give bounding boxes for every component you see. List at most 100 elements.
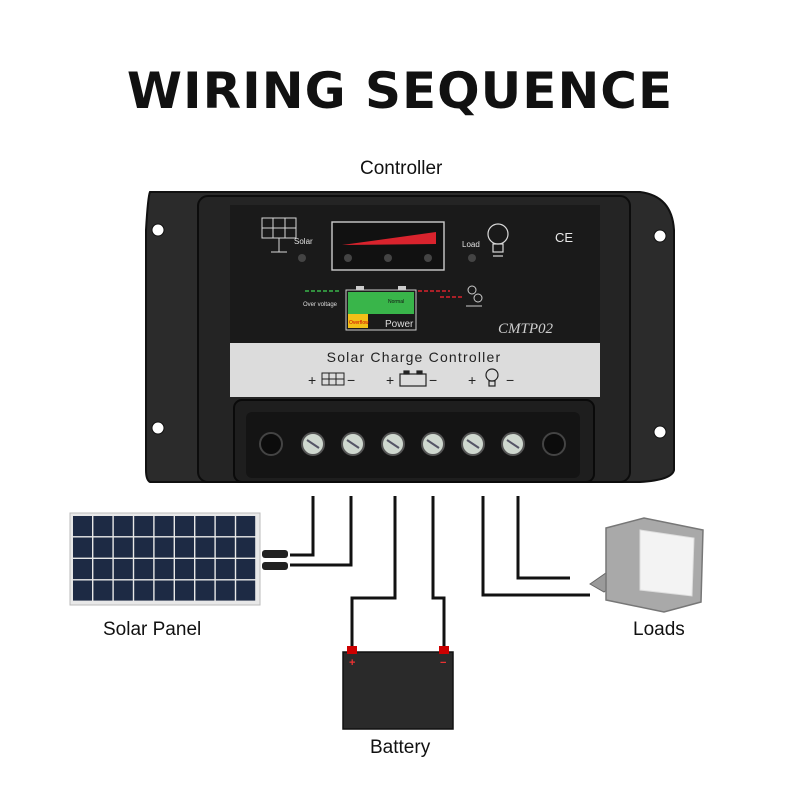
solar-positive-wire <box>290 496 315 557</box>
solar-cell <box>73 537 92 558</box>
solar-indicator-icon <box>261 217 297 253</box>
solar-cell <box>236 537 256 558</box>
terminal-cover-left <box>259 432 283 456</box>
terminal-screw <box>381 432 405 456</box>
power-label: Power <box>385 319 414 330</box>
solar-cell <box>175 580 194 601</box>
flood-light <box>589 517 704 613</box>
small-bulb-icons <box>466 285 483 307</box>
mount-hole-top-right <box>653 229 667 243</box>
mount-hole-bottom-left <box>151 421 165 435</box>
solar-cell <box>195 537 215 558</box>
svg-text:−: − <box>347 372 355 388</box>
battery-state-indicator <box>345 286 417 331</box>
solar-cell <box>215 516 235 537</box>
solar-cell <box>236 516 256 537</box>
battery-negative-terminal <box>439 646 449 654</box>
solar-cell <box>134 537 154 558</box>
terminal-cover-right <box>542 432 566 456</box>
wires <box>290 496 590 646</box>
charge-controller: Solar Load CE Over voltage Normal Overf <box>145 191 675 483</box>
model-number: CMTP02 <box>498 321 554 337</box>
solar-negative-wire <box>290 496 353 567</box>
battery-positive-terminal <box>347 646 357 654</box>
solar-cell <box>195 516 215 537</box>
terminal-screw <box>461 432 485 456</box>
solar-cell <box>113 559 133 580</box>
solar-cell <box>215 559 235 580</box>
terminal-screw <box>501 432 525 456</box>
controller-label: Controller <box>360 158 443 179</box>
battery-body <box>342 651 454 730</box>
solar-cell <box>73 559 92 580</box>
svg-text:+: + <box>386 372 394 388</box>
svg-text:+: + <box>468 372 476 388</box>
controller-name: Solar Charge Controller <box>327 349 502 365</box>
solar-cell <box>236 580 256 601</box>
bulb-indicator-icon <box>487 223 509 257</box>
overflow-label: Overflow <box>349 320 369 326</box>
solar-cell <box>113 537 133 558</box>
solar-cell <box>73 516 92 537</box>
solar-cell <box>113 516 133 537</box>
solar-cell <box>236 559 256 580</box>
terminal-group-solar: + − <box>308 372 355 388</box>
solar-cell <box>134 516 154 537</box>
solar-panel-label: Solar Panel <box>103 619 202 640</box>
ce-mark: CE <box>555 230 573 245</box>
solar-cells <box>73 516 256 601</box>
solar-panel <box>69 512 288 606</box>
solar-cell <box>93 537 113 558</box>
terminal-screws <box>301 432 525 456</box>
battery-icon <box>399 370 427 387</box>
terminal-screw <box>301 432 325 456</box>
svg-text:−: − <box>506 372 514 388</box>
terminal-screw <box>421 432 445 456</box>
solar-cell <box>73 580 92 601</box>
solar-panel-connector <box>262 550 288 570</box>
svg-text:+: + <box>308 372 316 388</box>
solar-cell <box>154 580 174 601</box>
page-title: WIRING SEQUENCE <box>126 62 674 120</box>
load-indicator-label: Load <box>462 240 480 249</box>
solar-panel-icon <box>321 372 345 386</box>
mount-hole-bottom-right <box>653 425 667 439</box>
terminal-group-battery: + − <box>386 370 437 388</box>
battery: + − <box>342 646 454 730</box>
svg-text:−: − <box>429 372 437 388</box>
normal-label: Normal <box>388 299 404 305</box>
terminal-screw <box>341 432 365 456</box>
terminal-group-load: + − <box>468 368 514 388</box>
over-voltage-label: Over voltage <box>303 302 338 308</box>
solar-cell <box>215 580 235 601</box>
level-bar <box>342 232 436 245</box>
loads-label: Loads <box>633 619 685 640</box>
battery-negative-sign: − <box>440 657 446 669</box>
solar-cell <box>175 559 194 580</box>
flood-light-lens <box>639 529 695 597</box>
solar-cell <box>154 516 174 537</box>
solar-cell <box>113 580 133 601</box>
solar-led <box>298 254 306 262</box>
solar-indicator-label: Solar <box>294 237 313 246</box>
solar-cell <box>175 537 194 558</box>
mount-hole-top-left <box>151 223 165 237</box>
battery-label: Battery <box>370 737 431 758</box>
solar-cell <box>195 580 215 601</box>
battery-positive-sign: + <box>349 657 355 669</box>
load-negative-wire <box>516 496 570 580</box>
solar-cell <box>93 516 113 537</box>
level-display <box>331 221 445 271</box>
solar-cell <box>215 537 235 558</box>
solar-cell <box>195 559 215 580</box>
battery-negative-wire <box>431 496 446 646</box>
battery-positive-wire <box>350 496 397 646</box>
solar-cell <box>154 559 174 580</box>
solar-cell <box>134 580 154 601</box>
solar-cell <box>154 537 174 558</box>
load-positive-wire <box>481 496 590 597</box>
controller-label-strip <box>230 343 600 397</box>
solar-cell <box>93 559 113 580</box>
load-led <box>468 254 476 262</box>
